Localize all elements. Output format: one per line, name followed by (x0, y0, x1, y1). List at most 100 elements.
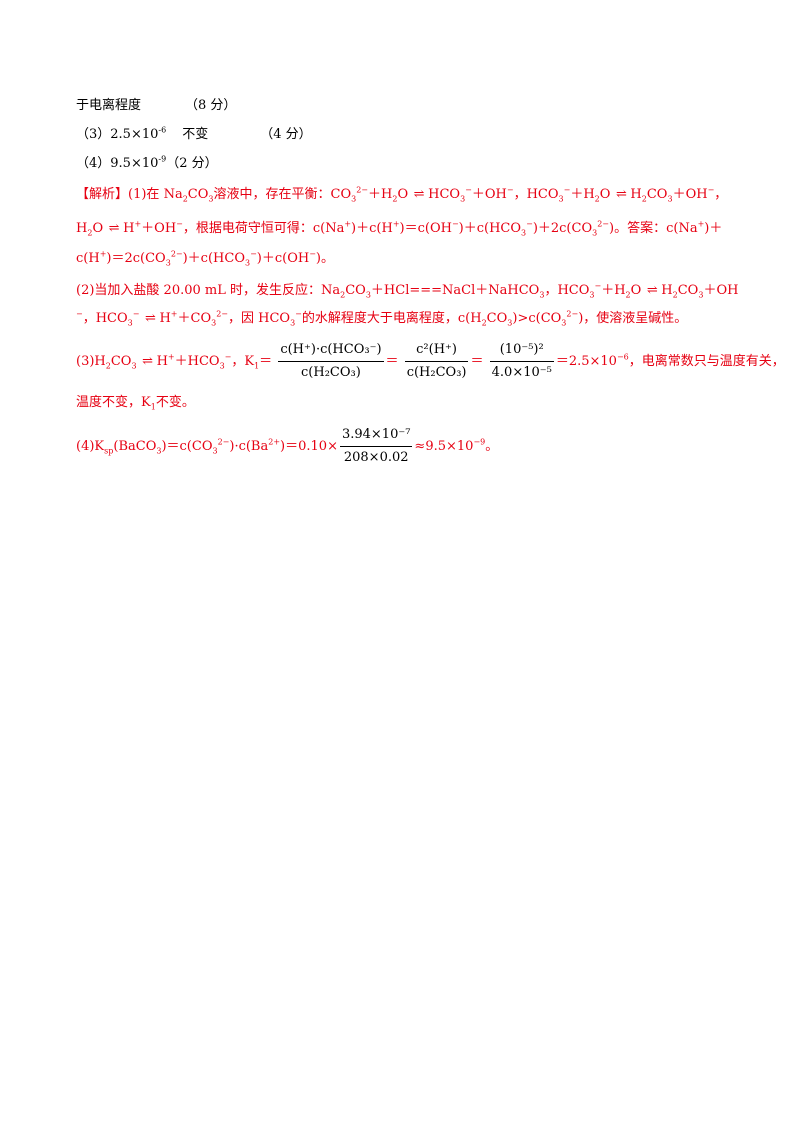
superscript: + (344, 219, 352, 229)
text-span: H (123, 221, 135, 236)
superscript: + (697, 219, 705, 229)
text-span: ＋OH (672, 187, 708, 202)
score: （8 分） (185, 98, 237, 113)
text-span: ＋CO (177, 311, 212, 326)
text-span: ＋H (368, 187, 393, 202)
subscript: 3 (558, 194, 564, 204)
subscript: 2 (340, 290, 346, 300)
text-span: )＝c(CO (161, 439, 213, 454)
superscript: − (132, 309, 140, 319)
text-span: 不变。 (155, 395, 195, 410)
superscript: 2− (170, 249, 183, 259)
superscript: − (707, 185, 715, 195)
superscript: − (309, 249, 316, 259)
text-span: )＝2c(CO (106, 251, 166, 266)
text-span: ＋H (601, 283, 626, 298)
superscript: − (563, 185, 571, 195)
superscript: −9 (473, 437, 486, 447)
superscript: − (526, 219, 533, 229)
analysis-line-3: c(H+)＝2c(CO32−)＋c(HCO3−)＋c(OH−)。 (76, 250, 334, 268)
subscript: 3 (127, 318, 133, 328)
answer-line-4: （4）9.5×10-9（2 分） (76, 155, 218, 173)
subscript: 3 (212, 446, 218, 456)
analysis-line-6: (3)H2CO3⇌H+＋HCO3−，K1＝ c(H⁺)·c(HCO₃⁻)c(H₂… (76, 340, 785, 380)
text-span: H (76, 221, 88, 236)
analysis-line-5: −，HCO3−⇌H+＋CO32−，因 HCO3−的水解程度大于电离程度，c(H2… (76, 310, 687, 328)
superscript: −6 (616, 352, 629, 362)
text-span: )。答案：c(Na (609, 221, 698, 236)
text-span: 。 (485, 439, 499, 454)
superscript: 2− (356, 185, 368, 195)
text-span: 温度不变，K (76, 395, 151, 410)
text-span: (4)K (76, 439, 105, 454)
subscript: 2 (594, 194, 600, 204)
exponent: -6 (158, 125, 167, 135)
subscript: 3 (244, 258, 251, 268)
subscript: 3 (208, 194, 214, 204)
text-span: (3)H (76, 354, 106, 369)
text-span: H (661, 283, 673, 298)
text-span: CO (345, 283, 366, 298)
text-span: )＋c(OH (256, 251, 310, 266)
text-span: (1)在 Na (128, 187, 183, 202)
superscript: 2− (566, 309, 579, 319)
text-span: H (630, 187, 642, 202)
subscript: 3 (561, 318, 567, 328)
text-span: CO (187, 187, 209, 202)
answer-text: （4）9.5×10 (76, 156, 159, 171)
superscript: 2− (597, 219, 610, 229)
score: （4 分） (260, 127, 312, 142)
text-span: )。 (315, 251, 334, 266)
fraction-denominator: 4.0×10⁻⁵ (491, 365, 552, 380)
subscript: 1 (150, 402, 156, 412)
score: （2 分） (166, 156, 218, 171)
text-span: H (156, 354, 168, 369)
subscript: 3 (351, 194, 357, 204)
superscript: − (465, 185, 472, 195)
text-span: )＋c(H (351, 221, 393, 236)
text-span: c(H (76, 251, 100, 266)
subscript: 3 (592, 228, 598, 238)
subscript: 3 (460, 194, 466, 204)
text-span: ≈9.5×10 (414, 439, 474, 454)
equilibrium-arrow-icon: ⇌ (142, 354, 153, 369)
subscript: 2 (87, 228, 93, 238)
answer-text: 不变 (182, 127, 209, 142)
subscript: 3 (667, 194, 673, 204)
fraction-1: c(H⁺)·c(HCO₃⁻)c(H₂CO₃) (278, 340, 384, 383)
text-span: ＝2.5×10 (555, 354, 617, 369)
text-span: )·c(Ba (229, 439, 269, 454)
text-span: ＋HCO (174, 354, 220, 369)
equilibrium-arrow-icon: ⇌ (413, 187, 425, 202)
text-span: CO (486, 311, 508, 326)
text-span: ＋OH (703, 283, 739, 298)
subscript: 2 (641, 194, 647, 204)
text-span: )＋c(HCO (182, 251, 245, 266)
text-span: ，因 HCO (228, 311, 291, 326)
superscript: 2− (217, 437, 230, 447)
superscript: − (295, 309, 302, 319)
subscript: 2 (392, 194, 398, 204)
subscript: 3 (156, 446, 162, 456)
text-span: (BaCO (113, 439, 157, 454)
equilibrium-arrow-icon: ⇌ (145, 311, 156, 326)
analysis-line-4: (2)当加入盐酸 20.00 mL 时，发生反应：Na2CO3＋HCl===Na… (76, 282, 738, 300)
superscript: − (76, 309, 83, 319)
text-span: )>c(CO (512, 311, 562, 326)
text-span: O (599, 187, 611, 202)
text-span: ，HCO (513, 187, 559, 202)
subscript: 3 (131, 361, 137, 371)
analysis-line-8: (4)Ksp(BaCO3)＝c(CO32−)·c(Ba2+)＝0.10×3.94… (76, 425, 498, 465)
text-span: ，电离常数只与温度有关， (628, 354, 785, 369)
answer-line-2-tail: 于电离程度（8 分） (76, 97, 236, 115)
equilibrium-arrow-icon: ⇌ (108, 221, 120, 236)
text-span: ， (714, 187, 728, 202)
subscript: 2 (672, 290, 678, 300)
equilibrium-arrow-icon: ⇌ (615, 187, 627, 202)
subscript: 3 (507, 318, 513, 328)
exponent: -9 (158, 154, 167, 164)
fraction-numerator: c²(H⁺) (404, 340, 469, 362)
superscript: 2− (216, 309, 228, 319)
text-span: ＋HCl===NaCl＋NaHCO (370, 283, 540, 298)
